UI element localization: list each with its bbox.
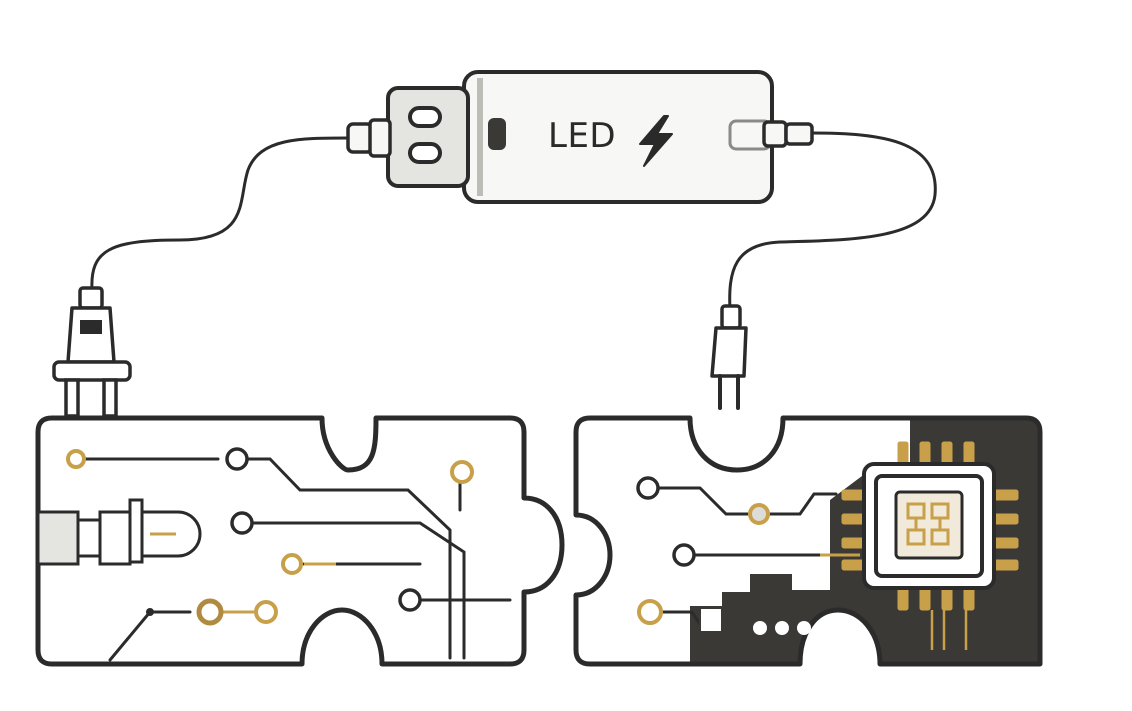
left-pcb-module — [35, 415, 565, 667]
led-driver — [346, 70, 814, 204]
driver-label: LED — [548, 116, 617, 156]
output-cable — [728, 131, 937, 312]
right-pcb-module — [573, 415, 1043, 667]
chip-icon — [841, 441, 1019, 650]
driver-input-socket — [386, 86, 470, 188]
output-plug — [710, 304, 748, 410]
connector-icon — [36, 498, 202, 566]
input-cable — [90, 136, 350, 292]
input-plug — [52, 286, 132, 418]
lightning-bolt-icon — [639, 115, 673, 167]
connector-holes — [699, 607, 811, 635]
